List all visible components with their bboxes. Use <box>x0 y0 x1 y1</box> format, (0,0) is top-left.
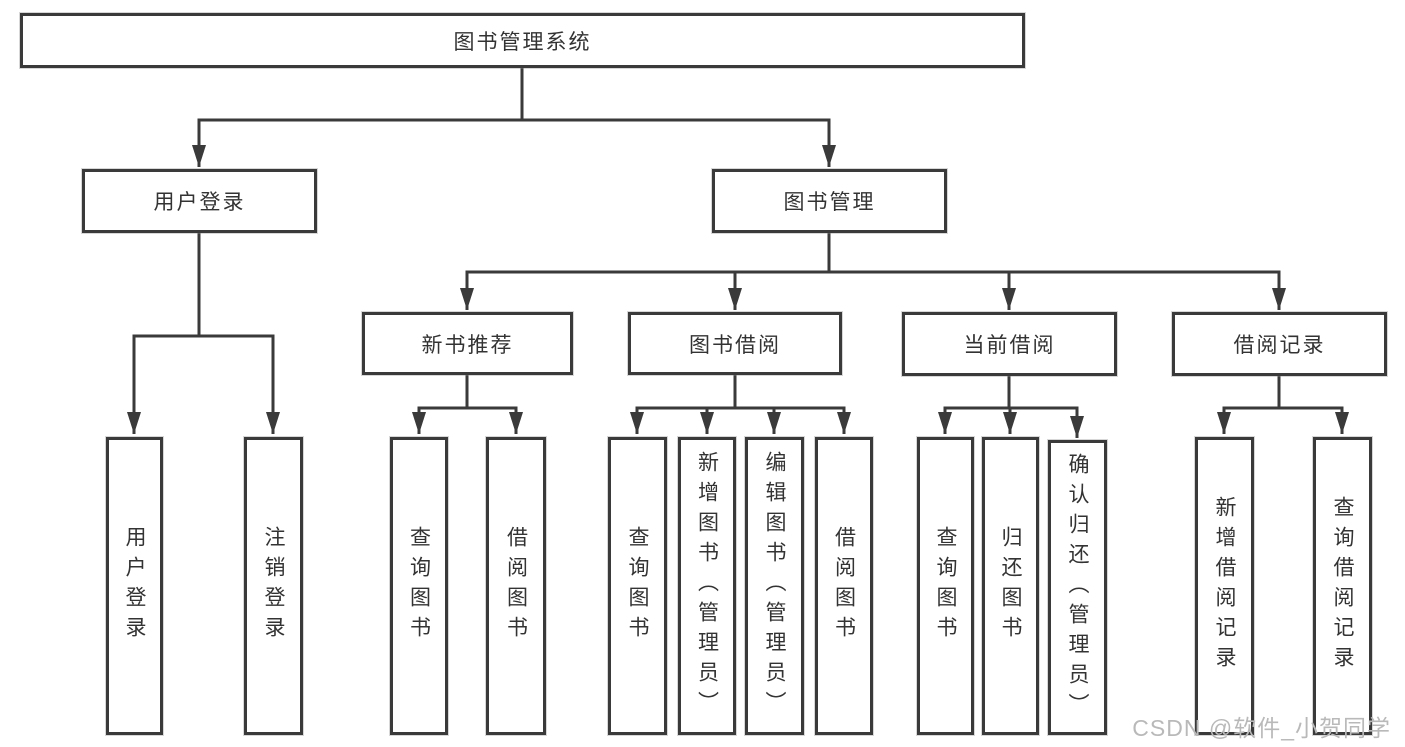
node-user-login: 用户登录 <box>82 169 317 233</box>
leaf-edit-books-admin: 编辑图书（管理员） <box>745 437 804 735</box>
node-book-borrow: 图书借阅 <box>628 312 842 375</box>
leaf-user-login-label: 用户登录 <box>123 526 146 646</box>
node-new-book-recommend: 新书推荐 <box>362 312 573 375</box>
node-borrow-records: 借阅记录 <box>1172 312 1387 376</box>
node-book-borrow-label: 图书借阅 <box>689 333 781 357</box>
leaf-logout-label: 注销登录 <box>262 526 285 646</box>
node-borrow-records-label: 借阅记录 <box>1233 334 1326 357</box>
leaf-borrow-books-label: 借阅图书 <box>832 526 856 646</box>
node-book-management-label: 图书管理 <box>783 191 876 214</box>
node-current-borrow: 当前借阅 <box>902 312 1117 376</box>
leaf-query-borrow-record-label: 查询借阅记录 <box>1331 496 1354 676</box>
leaf-borrow-books: 借阅图书 <box>815 437 873 735</box>
leaf-add-borrow-record: 新增借阅记录 <box>1195 437 1254 735</box>
leaf-borrow-books-recommend: 借阅图书 <box>486 437 546 735</box>
leaf-confirm-return-admin-label: 确认归还（管理员） <box>1066 452 1089 723</box>
leaf-query-books-current: 查询图书 <box>917 437 974 735</box>
leaf-query-books-borrow: 查询图书 <box>608 437 667 735</box>
leaf-add-borrow-record-label: 新增借阅记录 <box>1213 496 1236 676</box>
node-new-book-recommend-label: 新书推荐 <box>421 333 514 357</box>
leaf-return-books: 归还图书 <box>982 437 1039 735</box>
node-book-management: 图书管理 <box>712 169 947 233</box>
leaf-return-books-label: 归还图书 <box>999 526 1022 646</box>
leaf-confirm-return-admin: 确认归还（管理员） <box>1048 440 1107 735</box>
leaf-query-books-borrow-label: 查询图书 <box>626 526 649 646</box>
node-current-borrow-label: 当前借阅 <box>963 334 1056 357</box>
leaf-add-books-admin: 新增图书（管理员） <box>678 437 736 735</box>
node-user-login-label: 用户登录 <box>153 191 246 214</box>
leaf-borrow-books-recommend-label: 借阅图书 <box>504 526 528 646</box>
leaf-query-books-recommend-label: 查询图书 <box>407 526 431 646</box>
node-root-label: 图书管理系统 <box>453 30 592 54</box>
leaf-query-borrow-record: 查询借阅记录 <box>1313 437 1372 735</box>
leaf-add-books-admin-label: 新增图书（管理员） <box>695 451 719 721</box>
leaf-user-login: 用户登录 <box>106 437 163 735</box>
leaf-query-books-recommend: 查询图书 <box>390 437 448 735</box>
leaf-query-books-current-label: 查询图书 <box>934 526 957 646</box>
leaf-logout: 注销登录 <box>244 437 303 735</box>
leaf-edit-books-admin-label: 编辑图书（管理员） <box>763 451 786 721</box>
node-root: 图书管理系统 <box>20 13 1025 68</box>
watermark-text: CSDN @软件_小贺同学 <box>1132 715 1391 741</box>
